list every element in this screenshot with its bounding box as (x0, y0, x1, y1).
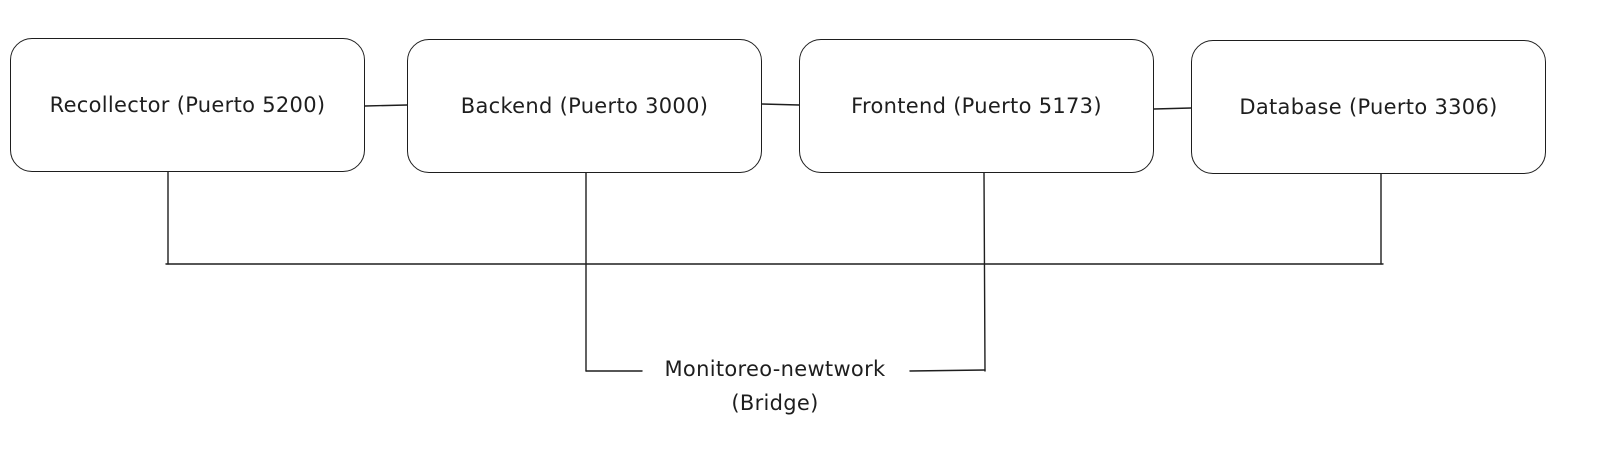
link-frontend-database (1153, 107, 1192, 110)
node-backend[interactable]: Backend (Puerto 3000) (407, 39, 762, 173)
node-frontend[interactable]: Frontend (Puerto 5173) (799, 39, 1154, 173)
node-database[interactable]: Database (Puerto 3306) (1191, 40, 1546, 174)
network-type: (Bridge) (731, 391, 819, 415)
network-name: Monitoreo-newtwork (664, 357, 886, 381)
link-backend-frontend (761, 103, 800, 106)
network-connector-right (909, 369, 986, 372)
node-frontend-label: Frontend (Puerto 5173) (851, 94, 1102, 118)
node-backend-label: Backend (Puerto 3000) (460, 94, 709, 118)
link-recollector-backend (364, 104, 408, 107)
node-recollector[interactable]: Recollector (Puerto 5200) (10, 38, 365, 172)
drop-frontend (983, 172, 986, 372)
network-label: Monitoreo-newtwork (Bridge) (640, 352, 910, 420)
node-database-label: Database (Puerto 3306) (1239, 95, 1498, 119)
node-recollector-label: Recollector (Puerto 5200) (49, 93, 326, 117)
